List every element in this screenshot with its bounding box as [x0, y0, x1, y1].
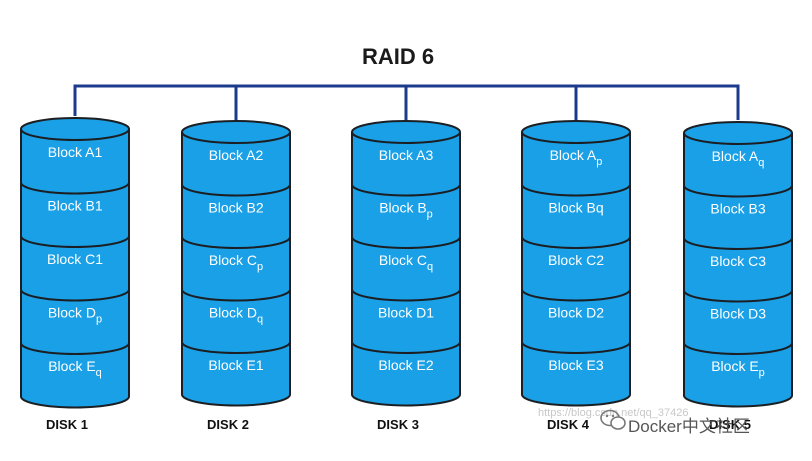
block-divider: [683, 342, 793, 355]
disk-3: Block A3 Block Bp Block Cq Block D1 Block E2…: [351, 120, 461, 432]
disk-top: [181, 120, 291, 144]
block-label: Block B3: [710, 201, 765, 217]
block-divider: [181, 236, 291, 249]
block-label: Block Ap: [550, 147, 603, 168]
block-label: Block A3: [379, 147, 434, 163]
block-divider: [351, 236, 461, 249]
block-divider: [181, 184, 291, 197]
block-label: Block A1: [48, 144, 103, 160]
block-divider: [683, 290, 793, 303]
block-divider: [521, 341, 631, 354]
disk-body: [20, 129, 130, 409]
disk-label: DISK 1: [46, 417, 88, 432]
disk-1: Block A1 Block B1 Block C1 Block Dp Block Eq…: [20, 117, 130, 432]
disk-top: [521, 120, 631, 144]
connector-bus: [73, 84, 740, 120]
url-watermark: https://blog.csdn.net/qq_37426: [538, 407, 688, 419]
block-label: Block C3: [710, 253, 766, 269]
block-label: Block C1: [47, 251, 103, 267]
block-label: Block A2: [209, 147, 264, 163]
wechat-icon: [600, 409, 626, 430]
block-divider: [351, 341, 461, 354]
block-label: Block E2: [378, 357, 433, 373]
disk-label: DISK 2: [207, 417, 249, 432]
diagram-title: RAID 6: [362, 44, 434, 69]
disk-5: Block Aq Block B3 Block C3 Block D3 Block Ep…: [683, 121, 793, 432]
disk-body: [351, 132, 461, 407]
disk-array: Block A1 Block B1 Block C1 Block Dp Block Eq…: [20, 117, 793, 432]
block-divider: [181, 341, 291, 354]
block-divider: [20, 235, 130, 248]
block-label: Block Ep: [711, 358, 765, 379]
block-divider: [521, 184, 631, 197]
block-label: Block Dq: [209, 305, 263, 326]
block-divider: [351, 289, 461, 302]
disk-top: [351, 120, 461, 144]
block-divider: [20, 182, 130, 195]
block-divider: [20, 289, 130, 302]
block-label: Block Cq: [379, 252, 433, 273]
block-label: Block D2: [548, 305, 604, 321]
disk-label: DISK 3: [377, 417, 419, 432]
block-label: Block D3: [710, 306, 766, 322]
brand-text: Docker中文社区: [628, 417, 750, 436]
block-label: Block C2: [548, 252, 604, 268]
disk-top: [20, 117, 130, 141]
block-label: Block Bp: [379, 200, 433, 221]
block-divider: [521, 236, 631, 249]
disk-body: [181, 132, 291, 407]
block-label: Block Cp: [209, 252, 263, 273]
disk-body: [521, 132, 631, 407]
disk-2: Block A2 Block B2 Block Cp Block Dq Block E1…: [181, 120, 291, 432]
block-label: Block Aq: [712, 148, 765, 169]
block-divider: [20, 342, 130, 355]
block-label: Block Bq: [548, 200, 603, 216]
block-label: Block Eq: [48, 358, 102, 379]
block-label: Block D1: [378, 305, 434, 321]
block-label: Block E3: [548, 357, 603, 373]
block-label: Block E1: [208, 357, 263, 373]
disk-4: Block Ap Block Bq Block C2 Block D2 Block E3…: [521, 120, 631, 432]
block-divider: [683, 185, 793, 198]
block-divider: [181, 289, 291, 302]
block-label: Block B1: [47, 198, 102, 214]
block-divider: [351, 184, 461, 197]
disk-label: DISK 5: [709, 417, 751, 432]
block-label: Block Dp: [48, 305, 102, 326]
block-divider: [521, 289, 631, 302]
brand-watermark: Docker中文社区: [600, 409, 750, 436]
block-divider: [683, 237, 793, 250]
disk-body: [683, 133, 793, 408]
disk-top: [683, 121, 793, 145]
block-label: Block B2: [208, 200, 263, 216]
disk-label: DISK 4: [547, 417, 590, 432]
